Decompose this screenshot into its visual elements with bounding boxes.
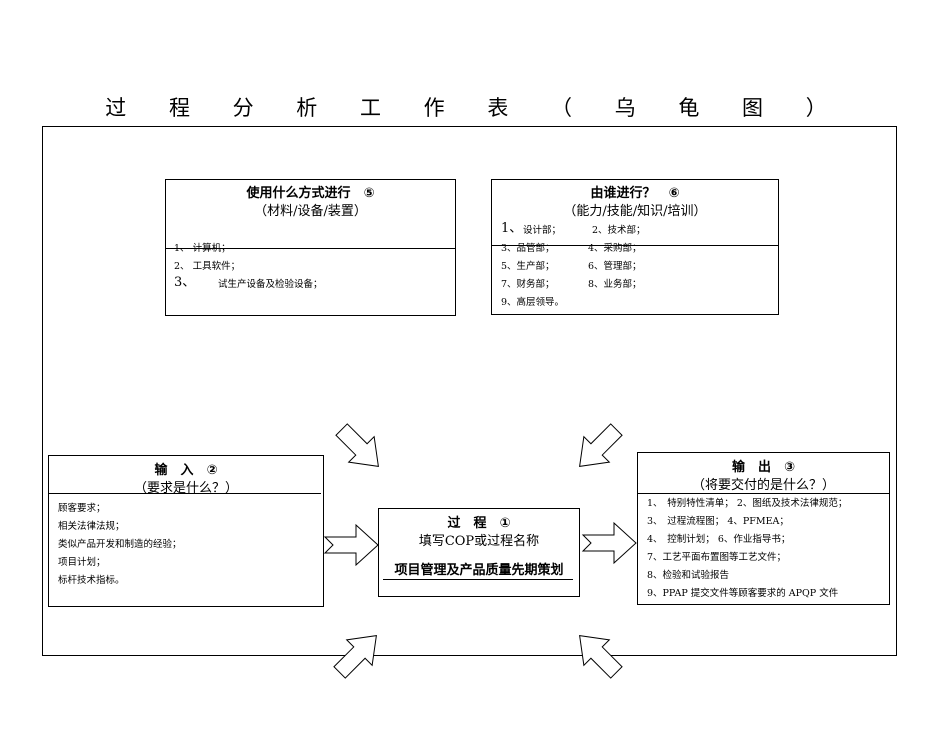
- who-row5-left: 9、高层领导。: [501, 297, 565, 308]
- method-box: 使用什么方式进行 ⑤ （材料/设备/装置） 1、 计算机； 2、 工具软件； 3…: [165, 179, 456, 316]
- process-subheading: 填写COP或过程名称: [418, 534, 540, 549]
- input-item-2: 相关法律法规；: [58, 521, 125, 532]
- page-title: 过 程 分 析 工 作 表 （ 乌 龟 图 ）: [105, 96, 845, 120]
- who-row1-right: 2、技术部；: [592, 225, 646, 236]
- who-row3-right: 6、管理部；: [588, 261, 642, 272]
- who-row1-number: 1、: [501, 221, 523, 236]
- input-to-process-arrow-icon: [323, 523, 379, 567]
- method-divider: [165, 248, 456, 249]
- who-row3-left: 5、生产部；: [501, 261, 555, 272]
- process-to-output-arrow-icon: [581, 521, 637, 565]
- method-item-3: 试生产设备及检验设备；: [218, 279, 323, 290]
- input-item-1: 顾客要求；: [58, 503, 106, 514]
- process-divider: [383, 579, 573, 580]
- method-heading: 使用什么方式进行 ⑤: [246, 186, 375, 201]
- output-divider: [637, 493, 890, 494]
- method-to-process-arrow-icon: [335, 423, 379, 467]
- method-item-1: 1、 计算机；: [174, 243, 231, 254]
- output-item-4: 7、工艺平面布置图等工艺文件；: [647, 552, 787, 563]
- who-row2-right: 4、采购部；: [588, 243, 642, 254]
- input-box: 输 入 ② （要求是什么？） 顾客要求； 相关法律法规； 类似产品开发和制造的经…: [48, 455, 324, 607]
- who-box: 由谁进行？ ⑥ （能力/技能/知识/培训） 1、 设计部； 2、技术部； 3、品…: [491, 179, 779, 315]
- who-row4-right: 8、业务部；: [588, 279, 642, 290]
- who-divider: [491, 245, 779, 246]
- kpi-to-process-arrow-icon: [579, 635, 623, 679]
- process-box: 过 程 ① 填写COP或过程名称 项目管理及产品质量先期策划: [378, 508, 580, 597]
- who-to-process-arrow-icon: [579, 423, 623, 467]
- output-item-3: 4、 控制计划； 6、作业指导书；: [647, 534, 791, 545]
- who-row4-left: 7、财务部；: [501, 279, 555, 290]
- who-subheading: （能力/技能/知识/培训）: [563, 204, 707, 219]
- process-heading: 过 程 ①: [447, 516, 511, 531]
- process-name: 项目管理及产品质量先期策划: [394, 563, 564, 578]
- who-heading: 由谁进行？ ⑥: [590, 186, 680, 201]
- output-box: 输 出 ③ （将要交付的是什么？） 1、 特别特性清单； 2、图纸及技术法律规范…: [637, 452, 890, 605]
- input-item-3: 类似产品开发和制造的经验；: [58, 539, 182, 550]
- output-subheading: （将要交付的是什么？）: [691, 478, 835, 493]
- input-item-5: 标杆技术指标。: [58, 575, 125, 586]
- method-subheading: （材料/设备/装置）: [254, 204, 367, 219]
- input-item-4: 项目计划；: [58, 557, 106, 568]
- who-row2-left: 3、品管部；: [501, 243, 555, 254]
- output-item-2: 3、 过程流程图； 4、PFMEA；: [647, 516, 789, 527]
- input-heading: 输 入 ②: [154, 463, 218, 478]
- input-divider: [49, 493, 321, 494]
- input-subheading: （要求是什么？）: [133, 481, 238, 496]
- output-item-5: 8、检验和试验报告: [647, 570, 730, 581]
- output-item-1: 1、 特别特性清单； 2、图纸及技术法律规范；: [647, 498, 848, 509]
- who-row1-left: 设计部；: [523, 225, 562, 236]
- method-item-2: 2、 工具软件；: [174, 261, 241, 272]
- output-heading: 输 出 ③: [731, 460, 795, 475]
- output-item-6: 9、PPAP 提交文件等顾客要求的 APQP 文件: [647, 588, 839, 599]
- method-item-3-number: 3、: [174, 275, 196, 290]
- diagram-frame: [42, 126, 897, 656]
- measure-to-process-arrow-icon: [333, 635, 377, 679]
